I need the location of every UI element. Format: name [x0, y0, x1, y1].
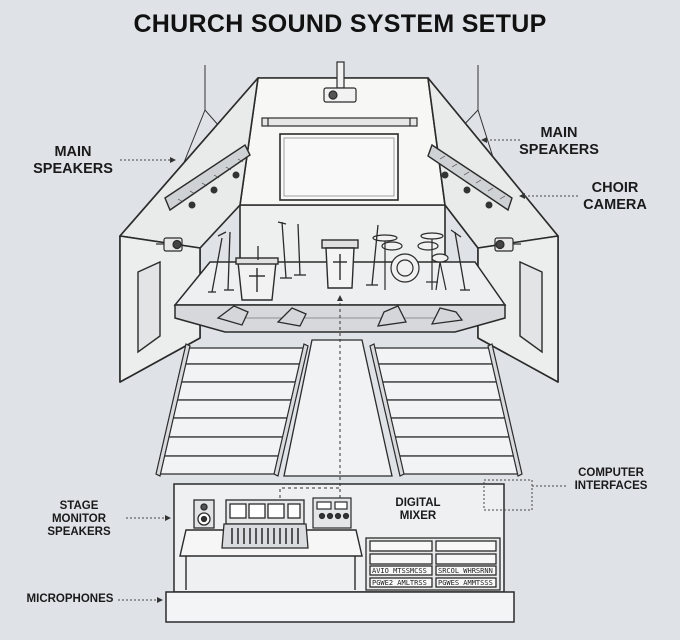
label-line: INTERFACES — [574, 480, 648, 493]
pew-ends-right — [369, 343, 523, 477]
label-microphones: MICROPHONES — [26, 593, 114, 605]
rack-unit-label-2: SRCOL WHRSRNN — [438, 567, 493, 575]
leader-lines — [118, 137, 578, 603]
label-line: STAGE — [59, 500, 99, 512]
label-line: MAIN — [54, 144, 92, 160]
label-main-speakers-right: MAIN SPEAKERS — [514, 125, 604, 158]
label-line: MAIN — [540, 125, 578, 141]
pulpit — [235, 257, 279, 301]
lighting-truss — [261, 117, 418, 127]
signal-cable — [279, 295, 343, 498]
interface-unit — [312, 497, 352, 529]
label-stage-monitor-speakers: STAGE MONITOR SPEAKERS — [34, 500, 124, 540]
label-choir-camera: CHOIR CAMERA — [572, 180, 658, 213]
main-speaker-array-left — [164, 143, 251, 212]
label-computer-interfaces: COMPUTER INTERFACES — [566, 467, 656, 493]
label-line: COMPUTER — [578, 467, 644, 479]
label-main-speakers-left: MAIN SPEAKERS — [28, 144, 118, 177]
label-line: SPEAKERS — [519, 141, 599, 158]
microphone-stands — [208, 221, 470, 293]
label-line: MONITOR — [51, 513, 107, 526]
label-line: MIXER — [399, 510, 437, 523]
main-speaker-array-right — [427, 143, 513, 212]
label-line: DIGITAL — [395, 497, 441, 509]
rack-unit-label-3: PGWE2 AMLTRSS — [372, 579, 427, 587]
camera-icon — [156, 237, 521, 252]
projection-screen — [279, 133, 399, 201]
label-digital-mixer: DIGITAL MIXER — [386, 497, 450, 523]
rack-unit-label-4: PGWES AMMTSSS — [438, 579, 493, 587]
projector-icon — [323, 61, 357, 103]
label-line: SPEAKERS — [47, 526, 111, 539]
digital-mixer-console — [221, 499, 309, 549]
label-line: SPEAKERS — [33, 160, 113, 177]
altar-lectern — [321, 239, 359, 289]
pews-right — [373, 347, 521, 475]
monitor-speaker-icon — [193, 499, 215, 529]
pew-ends-left — [155, 343, 309, 477]
diagram-title: CHURCH SOUND SYSTEM SETUP — [133, 10, 547, 38]
pews-left — [157, 347, 305, 475]
drum-kit — [372, 232, 449, 291]
label-line: CAMERA — [583, 196, 647, 213]
center-aisle — [283, 339, 393, 477]
rack-unit-label-1: AVIO MTSSMCSS — [372, 567, 427, 575]
stage-monitor-wedges — [216, 305, 464, 327]
side-doors — [137, 260, 543, 354]
label-line: CHOIR — [591, 180, 639, 196]
equipment-rack — [365, 537, 501, 591]
